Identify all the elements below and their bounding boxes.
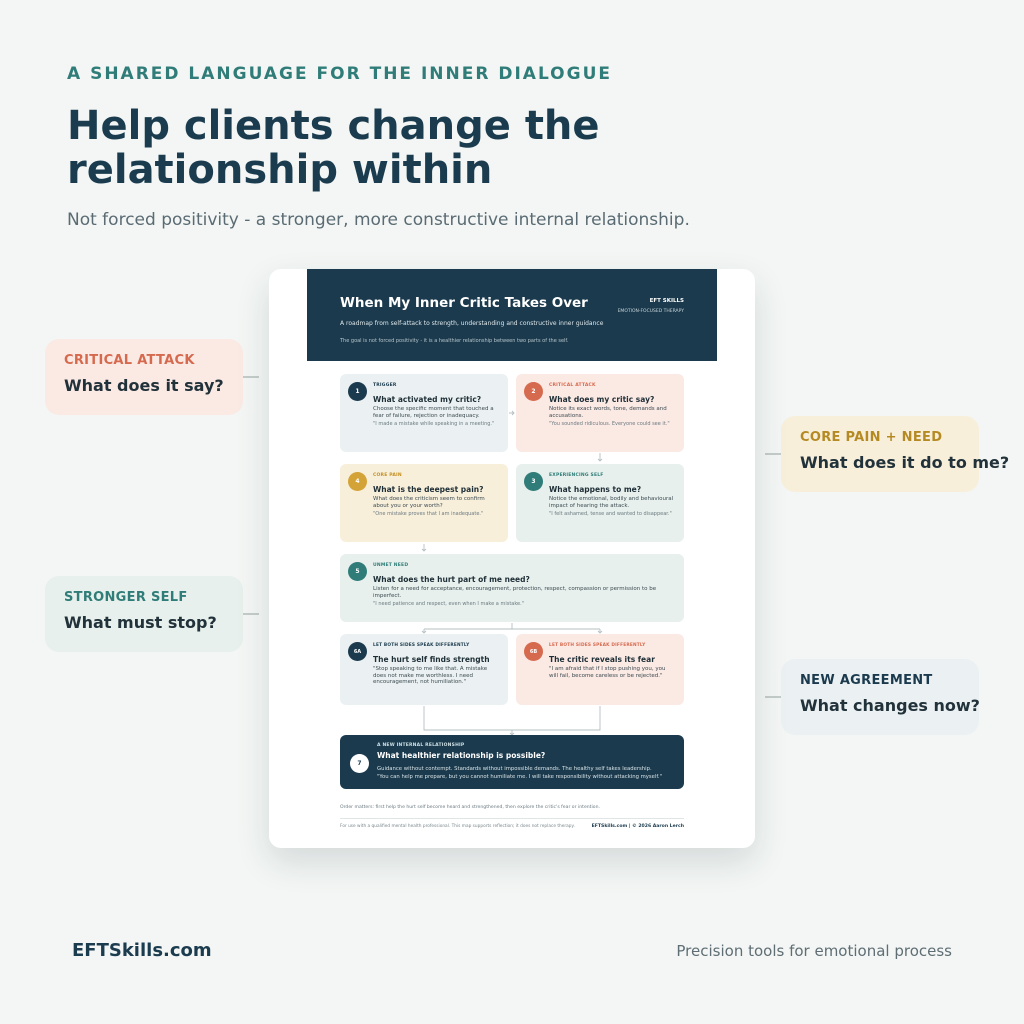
step-question: The hurt self finds strength bbox=[373, 655, 490, 664]
step-question: What does the hurt part of me need? bbox=[373, 575, 530, 584]
step-new-relationship: 7 A NEW INTERNAL RELATIONSHIP What healt… bbox=[340, 735, 684, 789]
page-title: Help clients change the relationship wit… bbox=[67, 103, 600, 193]
step-tag: A NEW INTERNAL RELATIONSHIP bbox=[377, 743, 465, 748]
callout-tag: CORE PAIN + NEED bbox=[800, 430, 943, 445]
callout-tag: STRONGER SELF bbox=[64, 590, 188, 605]
worksheet-brand: EFT SKILLS bbox=[649, 298, 684, 304]
step-description: "I am afraid that if I stop pushing you,… bbox=[549, 666, 666, 679]
step-example: "You can help me prepare, but you cannot… bbox=[377, 774, 663, 780]
callout-question: What must stop? bbox=[64, 613, 217, 632]
step-number: 6B bbox=[524, 642, 543, 661]
step-tag: EXPERIENCING SELF bbox=[549, 473, 604, 478]
worksheet-preview: When My Inner Critic Takes Over EFT SKIL… bbox=[269, 269, 755, 848]
step-number: 4 bbox=[348, 472, 367, 491]
worksheet-header: When My Inner Critic Takes Over EFT SKIL… bbox=[307, 269, 717, 361]
worksheet-credit: EFTSkills.com | © 2026 Aaron Lerch bbox=[591, 824, 684, 829]
step-number: 1 bbox=[348, 382, 367, 401]
worksheet-goal: The goal is not forced positivity - it i… bbox=[340, 338, 569, 344]
step-number: 3 bbox=[524, 472, 543, 491]
callout-critical-attack: CRITICAL ATTACK What does it say? bbox=[45, 339, 243, 415]
step-description: Notice its exact words, tone, demands an… bbox=[549, 406, 667, 419]
step-question: What activated my critic? bbox=[373, 395, 482, 404]
step-experiencing-self: 3 EXPERIENCING SELF What happens to me? … bbox=[516, 464, 684, 542]
step-description: Choose the specific moment that touched … bbox=[373, 406, 494, 419]
step-example: "I need patience and respect, even when … bbox=[373, 601, 525, 607]
step-number: 7 bbox=[350, 754, 369, 773]
step-trigger: 1 TRIGGER What activated my critic? Choo… bbox=[340, 374, 508, 452]
worksheet-title: When My Inner Critic Takes Over bbox=[340, 295, 588, 311]
footer-tagline: Precision tools for emotional process bbox=[676, 942, 952, 960]
step-tag: CRITICAL ATTACK bbox=[549, 383, 596, 388]
step-example: "I made a mistake while speaking in a me… bbox=[373, 421, 495, 427]
worksheet-lead: A roadmap from self-attack to strength, … bbox=[340, 320, 604, 327]
step-tag: LET BOTH SIDES SPEAK DIFFERENTLY bbox=[549, 643, 646, 648]
step-question: What healthier relationship is possible? bbox=[377, 751, 546, 760]
step-question: What happens to me? bbox=[549, 485, 642, 494]
page-subtitle: Not forced positivity - a stronger, more… bbox=[67, 210, 690, 230]
footer-brand[interactable]: EFTSkills.com bbox=[72, 940, 212, 961]
flow-arrows bbox=[421, 410, 603, 736]
step-question: What is the deepest pain? bbox=[373, 485, 484, 494]
step-tag: UNMET NEED bbox=[373, 563, 409, 568]
step-hurt-self-strength: 6A LET BOTH SIDES SPEAK DIFFERENTLY The … bbox=[340, 634, 508, 705]
step-core-pain: 4 CORE PAIN What is the deepest pain? Wh… bbox=[340, 464, 508, 542]
callout-question: What does it do to me? bbox=[800, 453, 1010, 472]
step-description: Notice the emotional, bodily and behavio… bbox=[549, 496, 674, 509]
callout-question: What changes now? bbox=[800, 696, 980, 715]
step-number: 6A bbox=[348, 642, 367, 661]
worksheet-brand-sub: EMOTION-FOCUSED THERAPY bbox=[617, 309, 684, 314]
step-critical-attack: 2 CRITICAL ATTACK What does my critic sa… bbox=[516, 374, 684, 452]
connector-line bbox=[243, 613, 259, 615]
step-question: What does my critic say? bbox=[549, 395, 655, 404]
step-number: 2 bbox=[524, 382, 543, 401]
step-description: Guidance without contempt. Standards wit… bbox=[377, 766, 652, 772]
worksheet-disclaimer: For use with a qualified mental health p… bbox=[340, 824, 575, 829]
order-note: Order matters: first help the hurt self … bbox=[340, 805, 600, 810]
connector-line bbox=[765, 453, 781, 455]
callout-question: What does it say? bbox=[64, 376, 224, 395]
callout-new-agreement: NEW AGREEMENT What changes now? bbox=[781, 659, 980, 735]
step-tag: TRIGGER bbox=[373, 383, 397, 388]
divider bbox=[340, 818, 684, 819]
step-tag: LET BOTH SIDES SPEAK DIFFERENTLY bbox=[373, 643, 470, 648]
step-question: The critic reveals its fear bbox=[549, 655, 655, 664]
step-example: "One mistake proves that I am inadequate… bbox=[373, 511, 484, 517]
connector-line bbox=[765, 696, 781, 698]
step-critic-fear: 6B LET BOTH SIDES SPEAK DIFFERENTLY The … bbox=[516, 634, 684, 705]
step-example: "I felt ashamed, tense and wanted to dis… bbox=[549, 511, 672, 517]
step-number: 5 bbox=[348, 562, 367, 581]
step-example: "You sounded ridiculous. Everyone could … bbox=[549, 421, 670, 427]
step-tag: CORE PAIN bbox=[373, 473, 402, 478]
eyebrow: A SHARED LANGUAGE FOR THE INNER DIALOGUE bbox=[67, 64, 613, 84]
step-description: What does the criticism seem to confirm … bbox=[373, 496, 485, 509]
step-description: Listen for a need for acceptance, encour… bbox=[373, 586, 657, 599]
step-unmet-need: 5 UNMET NEED What does the hurt part of … bbox=[340, 554, 684, 622]
connector-line bbox=[243, 376, 259, 378]
callout-tag: CRITICAL ATTACK bbox=[64, 353, 195, 368]
callout-core-pain-need: CORE PAIN + NEED What does it do to me? bbox=[781, 416, 1010, 492]
step-description: "Stop speaking to me like that. A mistak… bbox=[373, 666, 488, 685]
callout-stronger-self: STRONGER SELF What must stop? bbox=[45, 576, 243, 652]
callout-tag: NEW AGREEMENT bbox=[800, 673, 933, 688]
